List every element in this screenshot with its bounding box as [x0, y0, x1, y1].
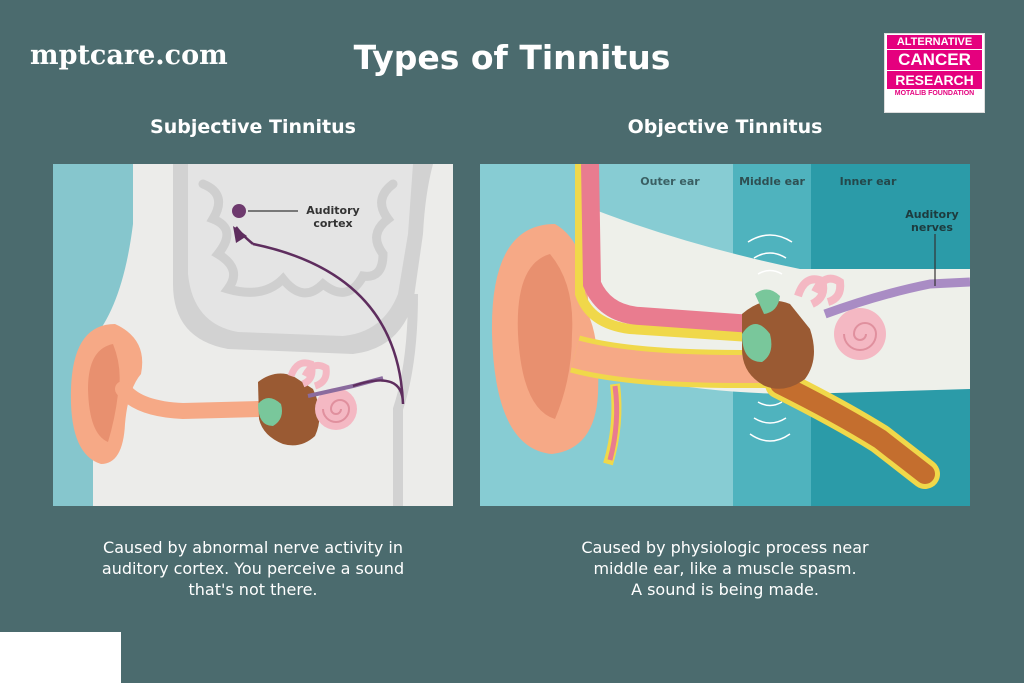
- objective-heading: Objective Tinnitus: [627, 116, 823, 138]
- logo-line-4: MOTALIB FOUNDATION: [894, 90, 975, 97]
- auditory-nerves-label-2: nerves: [911, 221, 953, 234]
- logo-line-3: RESEARCH: [887, 71, 982, 89]
- subjective-caption: Caused by abnormal nerve activity in aud…: [53, 537, 453, 600]
- subjective-heading: Subjective Tinnitus: [150, 116, 356, 138]
- subjective-caption-line-3: that's not there.: [188, 580, 318, 599]
- objective-illustration: Outer ear Middle ear Inner ear Auditory …: [480, 164, 970, 506]
- site-name: mptcare.com: [30, 40, 228, 71]
- subjective-caption-line-1: Caused by abnormal nerve activity in: [103, 538, 403, 557]
- logo-line-2: CANCER: [887, 50, 982, 70]
- objective-caption-line-2: middle ear, like a muscle spasm.: [593, 559, 857, 578]
- outer-ear-label: Outer ear: [640, 175, 700, 188]
- objective-caption-line-1: Caused by physiologic process near: [581, 538, 869, 557]
- auditory-cortex-label-1: Auditory: [306, 204, 359, 217]
- auditory-cortex-label-2: cortex: [313, 217, 352, 230]
- logo-line-1: ALTERNATIVE: [887, 35, 982, 49]
- inner-ear-label: Inner ear: [840, 175, 897, 188]
- middle-ear-label: Middle ear: [739, 175, 805, 188]
- auditory-nerves-label-1: Auditory: [905, 208, 958, 221]
- page-title: Types of Tinnitus: [353, 38, 671, 77]
- objective-caption: Caused by physiologic process near middl…: [480, 537, 970, 600]
- subjective-caption-line-2: auditory cortex. You perceive a sound: [101, 559, 405, 578]
- subjective-illustration: Auditory cortex: [53, 164, 453, 506]
- brand-logo: ALTERNATIVE CANCER RESEARCH MOTALIB FOUN…: [884, 33, 985, 113]
- blank-corner-box: [0, 632, 121, 683]
- objective-caption-line-3: A sound is being made.: [631, 580, 819, 599]
